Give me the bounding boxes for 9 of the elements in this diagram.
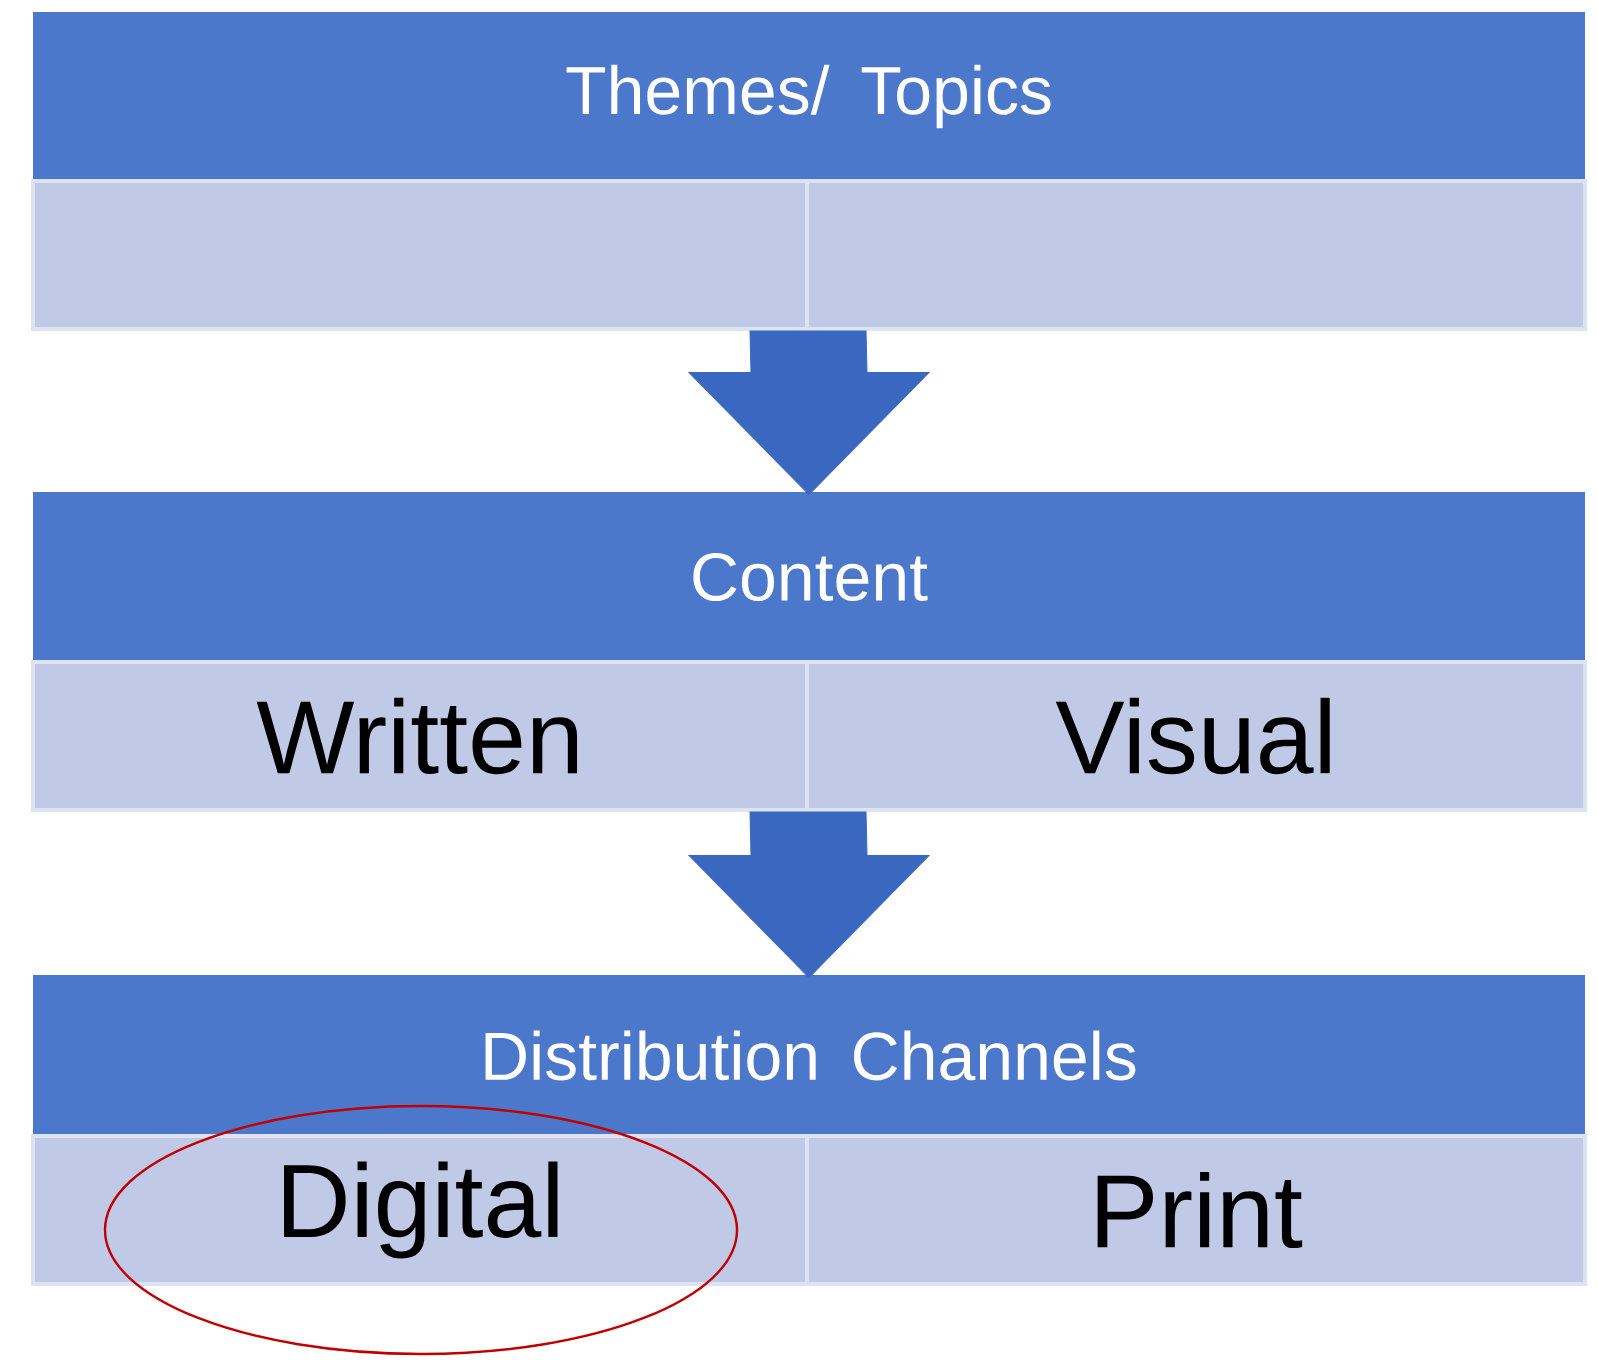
category-cell: Written	[31, 660, 809, 812]
category-cell: Digital	[31, 1134, 809, 1286]
block-arrow	[688, 330, 930, 496]
header-bar: Distribution Channels	[33, 975, 1586, 1136]
category-cell: Print	[805, 1134, 1588, 1286]
header-bar: Themes/ Topics	[33, 12, 1586, 181]
category-cell: Visual	[805, 660, 1588, 812]
header-bar: Content	[33, 492, 1586, 662]
block-arrow	[688, 811, 930, 979]
